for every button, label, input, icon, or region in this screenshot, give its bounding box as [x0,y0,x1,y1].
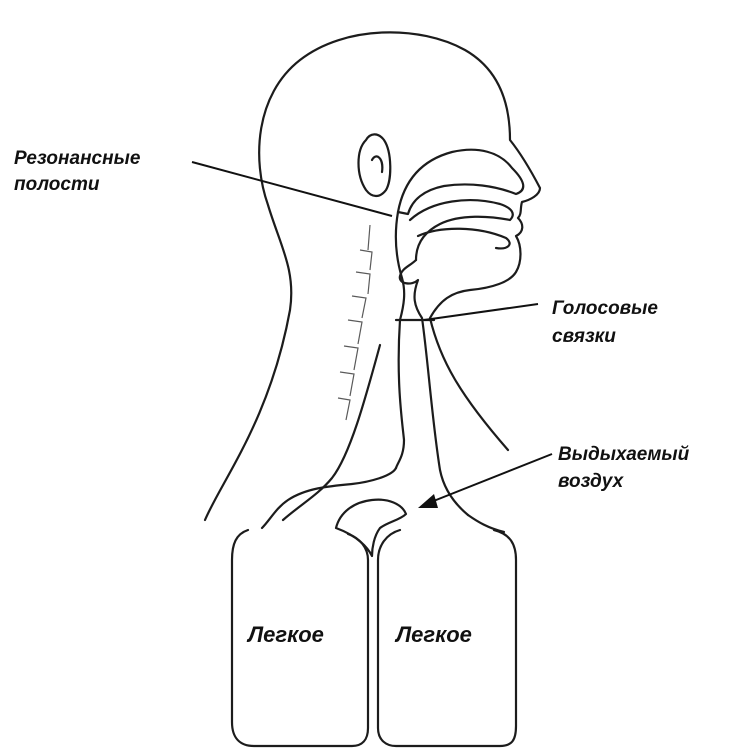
vocal-cords-pointer [424,304,538,320]
oral-cavity [410,200,513,260]
tongue [418,229,510,249]
exhaled-air-label-line2: воздух [558,471,625,492]
ear [359,134,391,196]
exhaled-air-label-line1: Выдыхаемый [558,444,690,465]
trachea-right [468,515,504,532]
vocal-cords-label-line1: Голосовые [552,298,658,319]
bronchi [336,500,406,556]
pharynx-back [396,212,404,468]
vocal-cords-label-line2: связки [552,326,616,347]
exhaled-air-arrowhead [418,494,438,508]
resonance-label-line1: Резонансные [14,148,141,169]
larynx [400,260,468,515]
trachea-left [262,468,396,528]
ear-inner [372,156,382,172]
nasal-cavity [398,150,523,214]
right-lung-label: Легкое [394,622,472,647]
left-lung-label: Легкое [246,622,324,647]
exhaled-air-arrow-line [426,454,552,504]
resonance-label-line2: полости [14,174,100,195]
resonance-pointer [192,162,392,216]
head-neck-outline [205,32,540,520]
